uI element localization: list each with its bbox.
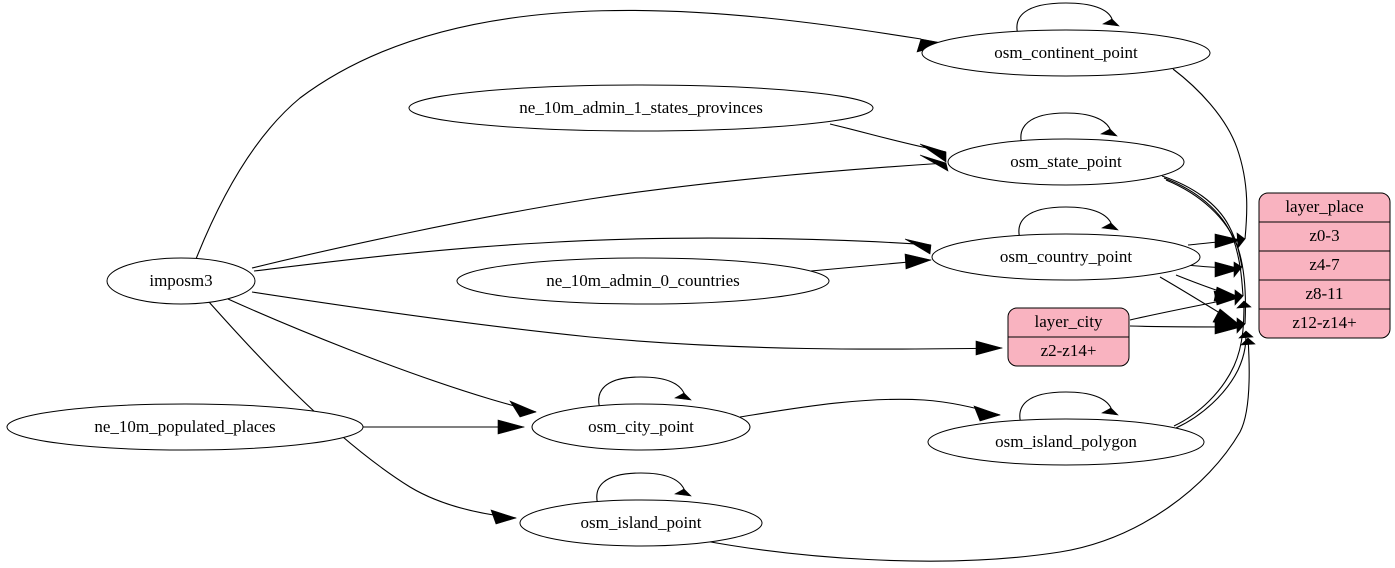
node-label-osm-island-polygon: osm_island_polygon (995, 432, 1137, 451)
record-row-layer-place-z0-3[interactable]: z0-3 (1309, 226, 1339, 245)
edge-imposm3-to-osm-city-point (227, 298, 537, 418)
edge-self-loop-osm-country-point (1018, 206, 1119, 243)
node-label-osm-state-point: osm_state_point (1010, 152, 1122, 171)
node-label-imposm3: imposm3 (149, 271, 212, 290)
record-layer: layer_place z0-3 z4-7 z8-11 z12-z14+ lay… (1007, 192, 1391, 367)
edge-imposm3-to-osm-country-point (253, 237, 932, 272)
record-row-layer-city-header: layer_city (1035, 312, 1103, 331)
edge-imposm3-to-layer-city-z2 (251, 291, 1004, 356)
node-label-ne-10m-admin-1-states-provinces: ne_10m_admin_1_states_provinces (519, 98, 763, 117)
record-row-layer-place-z4-7[interactable]: z4-7 (1309, 255, 1340, 274)
edge-layer-city-to-layer-place-z12-z14 (1129, 319, 1243, 335)
edge-osm-city-point-to-osm-island-polygon (739, 398, 1001, 422)
node-osm-island-polygon[interactable]: osm_island_polygon (927, 418, 1205, 466)
node-label-osm-city-point: osm_city_point (588, 417, 694, 436)
record-row-layer-place-header: layer_place (1285, 197, 1363, 216)
node-layer: imposm3 ne_10m_admin_1_states_provinces … (6, 29, 1211, 547)
node-label-ne-10m-populated-places: ne_10m_populated_places (94, 417, 275, 436)
edge-osm-island-point-to-layer-place-z12-z14 (699, 337, 1256, 562)
node-label-osm-country-point: osm_country_point (1000, 247, 1132, 266)
record-row-layer-place-z8-11[interactable]: z8-11 (1305, 284, 1343, 303)
node-osm-island-point[interactable]: osm_island_point (519, 499, 763, 547)
node-label-ne-10m-admin-0-countries: ne_10m_admin_0_countries (546, 271, 740, 290)
edge-osm-island-polygon-to-layer-place-z8-11 (1173, 300, 1252, 427)
edge-states-provinces-to-osm-state-point (829, 123, 947, 163)
node-ne-10m-populated-places[interactable]: ne_10m_populated_places (6, 403, 364, 451)
edge-osm-country-point-to-layer-place-z0-3 (1187, 233, 1243, 249)
node-label-osm-island-point: osm_island_point (581, 513, 702, 532)
edge-self-loop-osm-continent-point (1016, 2, 1120, 39)
node-osm-continent-point[interactable]: osm_continent_point (921, 29, 1211, 77)
record-node-layer-city[interactable]: layer_city z2-z14+ (1007, 307, 1130, 367)
edge-admin0-countries-to-osm-country-point (810, 253, 933, 272)
record-node-layer-place[interactable]: layer_place z0-3 z4-7 z8-11 z12-z14+ (1258, 192, 1391, 339)
edge-imposm3-to-osm-island-point (208, 301, 518, 525)
node-osm-country-point[interactable]: osm_country_point (931, 233, 1201, 281)
edge-osm-continent-point-to-layer-place-z0-3 (1172, 68, 1248, 249)
node-ne-10m-admin-0-countries[interactable]: ne_10m_admin_0_countries (456, 257, 830, 305)
edge-layer (195, 2, 1256, 562)
node-label-osm-continent-point: osm_continent_point (994, 43, 1138, 62)
edge-self-loop-osm-state-point (1020, 112, 1118, 149)
edge-imposm3-to-osm-continent-point (195, 9, 949, 260)
edge-imposm3-to-osm-state-point (251, 154, 949, 269)
node-osm-state-point[interactable]: osm_state_point (947, 138, 1185, 186)
edge-self-loop-osm-island-polygon (1019, 391, 1119, 428)
edge-layer-city-to-layer-place-z8-11 (1129, 290, 1243, 321)
record-row-layer-city-z2-z14[interactable]: z2-z14+ (1041, 341, 1097, 360)
edge-self-loop-osm-city-point (598, 376, 692, 413)
node-osm-city-point[interactable]: osm_city_point (531, 403, 751, 451)
node-ne-10m-admin-1-states-provinces[interactable]: ne_10m_admin_1_states_provinces (408, 84, 874, 132)
record-row-layer-place-z12-z14[interactable]: z12-z14+ (1292, 313, 1356, 332)
edge-self-loop-osm-island-point (596, 472, 692, 509)
node-imposm3[interactable]: imposm3 (106, 257, 256, 305)
edge-osm-island-polygon-to-layer-place-z12-z14 (1175, 330, 1254, 429)
edge-populated-places-to-osm-city-point (363, 419, 526, 435)
